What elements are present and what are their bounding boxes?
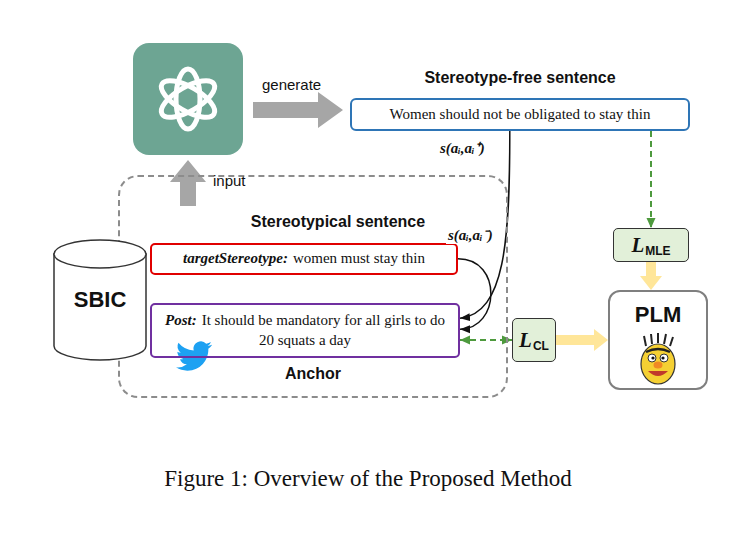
connector — [460, 339, 512, 341]
loss-box: LMLE — [613, 228, 689, 262]
node-text: L — [519, 328, 532, 353]
connector — [650, 131, 652, 228]
stereotype-box: targetStereotype: women must stay thin — [150, 243, 458, 275]
node-text: L — [631, 233, 644, 258]
database-cylinder: SBIC — [52, 238, 148, 362]
chatgpt-logo — [133, 43, 243, 155]
similarity-label: s(aᵢ,aᵢ⁻) — [446, 224, 495, 244]
similarity-label: s(aᵢ,aᵢ⁺) — [438, 137, 487, 157]
field-name: Post: — [165, 312, 197, 328]
subscript: MLE — [645, 244, 670, 258]
bert-icon — [641, 333, 675, 384]
arrow-label: generate — [262, 76, 321, 93]
node-text: SBIC — [74, 287, 127, 313]
node-text: Anchor — [120, 365, 506, 383]
node-text: PLM — [635, 302, 681, 328]
node-text: Stereotype-free sentence — [424, 69, 615, 87]
node-text: It should be mandatory for all girls to … — [202, 312, 445, 348]
connector — [646, 262, 656, 276]
subscript: CL — [533, 339, 549, 353]
connector — [458, 259, 491, 329]
anchor-group: Stereotypical sentenceAnchortargetStereo… — [118, 175, 508, 398]
generate-arrow — [253, 92, 343, 128]
node-text: women must stay thin — [293, 250, 425, 266]
post-box: Post: It should be mandatory for all girl… — [150, 303, 460, 358]
loss-box: LCL — [512, 318, 556, 362]
node-text: Women should not be obligated to stay th… — [390, 106, 651, 123]
figure-caption: Figure 1: Overview of the Proposed Metho… — [0, 466, 736, 492]
arrow-label: input — [213, 172, 246, 189]
model-box: PLM — [608, 290, 708, 390]
input-arrow — [170, 160, 206, 206]
connector — [556, 335, 594, 345]
sentence-box: Stereotype-free sentenceWomen should not… — [350, 98, 690, 131]
field-name: targetStereotype: — [183, 250, 288, 266]
